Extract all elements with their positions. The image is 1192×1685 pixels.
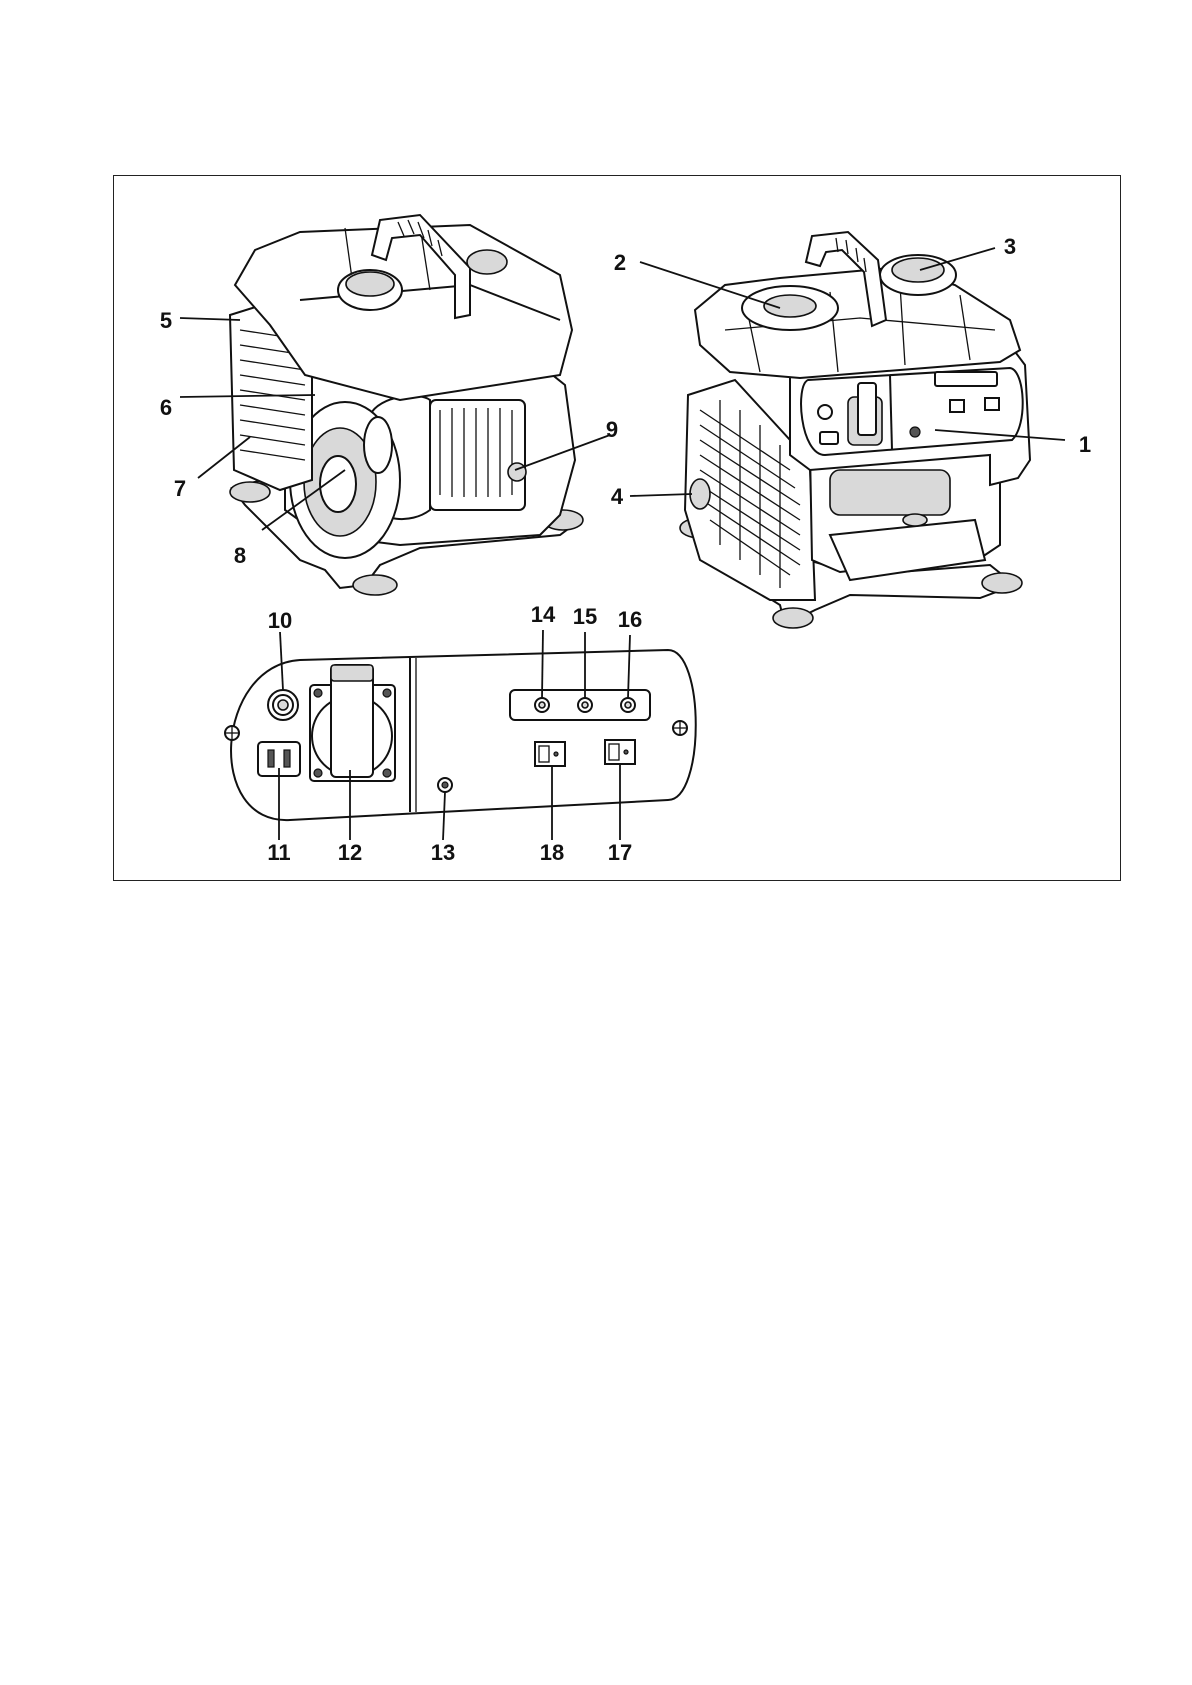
callout-10: 10 [268, 608, 292, 633]
right-foot-3 [982, 573, 1022, 593]
callout-16: 16 [618, 607, 642, 632]
callout-6: 6 [160, 395, 172, 420]
us-outlet-slot-left [268, 750, 274, 767]
right-panel-socket-flap [858, 383, 876, 435]
callout-2: 2 [614, 250, 626, 275]
fuel-valve [508, 463, 526, 481]
callout-13: 13 [431, 840, 455, 865]
callout-15: 15 [573, 604, 597, 629]
dc-port-inner [278, 700, 288, 710]
callout-12: 12 [338, 840, 362, 865]
right-side-knob [690, 479, 710, 509]
panel-outline [231, 650, 696, 820]
eu-socket-flap-hinge [331, 665, 373, 681]
engine-inner-part [830, 470, 950, 515]
callout-11: 11 [267, 840, 290, 865]
left-oil-cap [467, 250, 507, 274]
right-panel-indicators [935, 372, 997, 386]
generator-left-view [230, 215, 583, 595]
leader-4 [630, 494, 692, 496]
leader-14 [542, 630, 543, 698]
right-foot-2 [773, 608, 813, 628]
us-outlet-slot-right [284, 750, 290, 767]
right-panel-us-outlet [820, 432, 838, 444]
callout-1: 1 [1079, 432, 1091, 457]
left-cylinder-block [430, 400, 525, 510]
callout-8: 8 [234, 543, 246, 568]
left-foot-1 [230, 482, 270, 502]
right-panel-reset [910, 427, 920, 437]
callout-3: 3 [1004, 234, 1016, 259]
callout-9: 9 [606, 417, 618, 442]
callout-4: 4 [611, 484, 624, 509]
starter-handle [364, 417, 392, 473]
callout-14: 14 [531, 602, 556, 627]
left-fuel-cap-top [346, 272, 394, 296]
right-fuel-tank [695, 268, 1020, 378]
right-fuel-cap-top [892, 258, 944, 282]
right-tray-hole [903, 514, 927, 526]
callout-5: 5 [160, 308, 172, 333]
control-panel-detail [225, 650, 696, 820]
callout-18: 18 [540, 840, 564, 865]
right-panel-switch-b [985, 398, 999, 410]
callout-7: 7 [174, 476, 186, 501]
right-panel-switch-a [950, 400, 964, 412]
callout-17: 17 [608, 840, 632, 865]
generator-right-view [680, 232, 1030, 628]
left-foot-2 [353, 575, 397, 595]
right-panel-port [818, 405, 832, 419]
